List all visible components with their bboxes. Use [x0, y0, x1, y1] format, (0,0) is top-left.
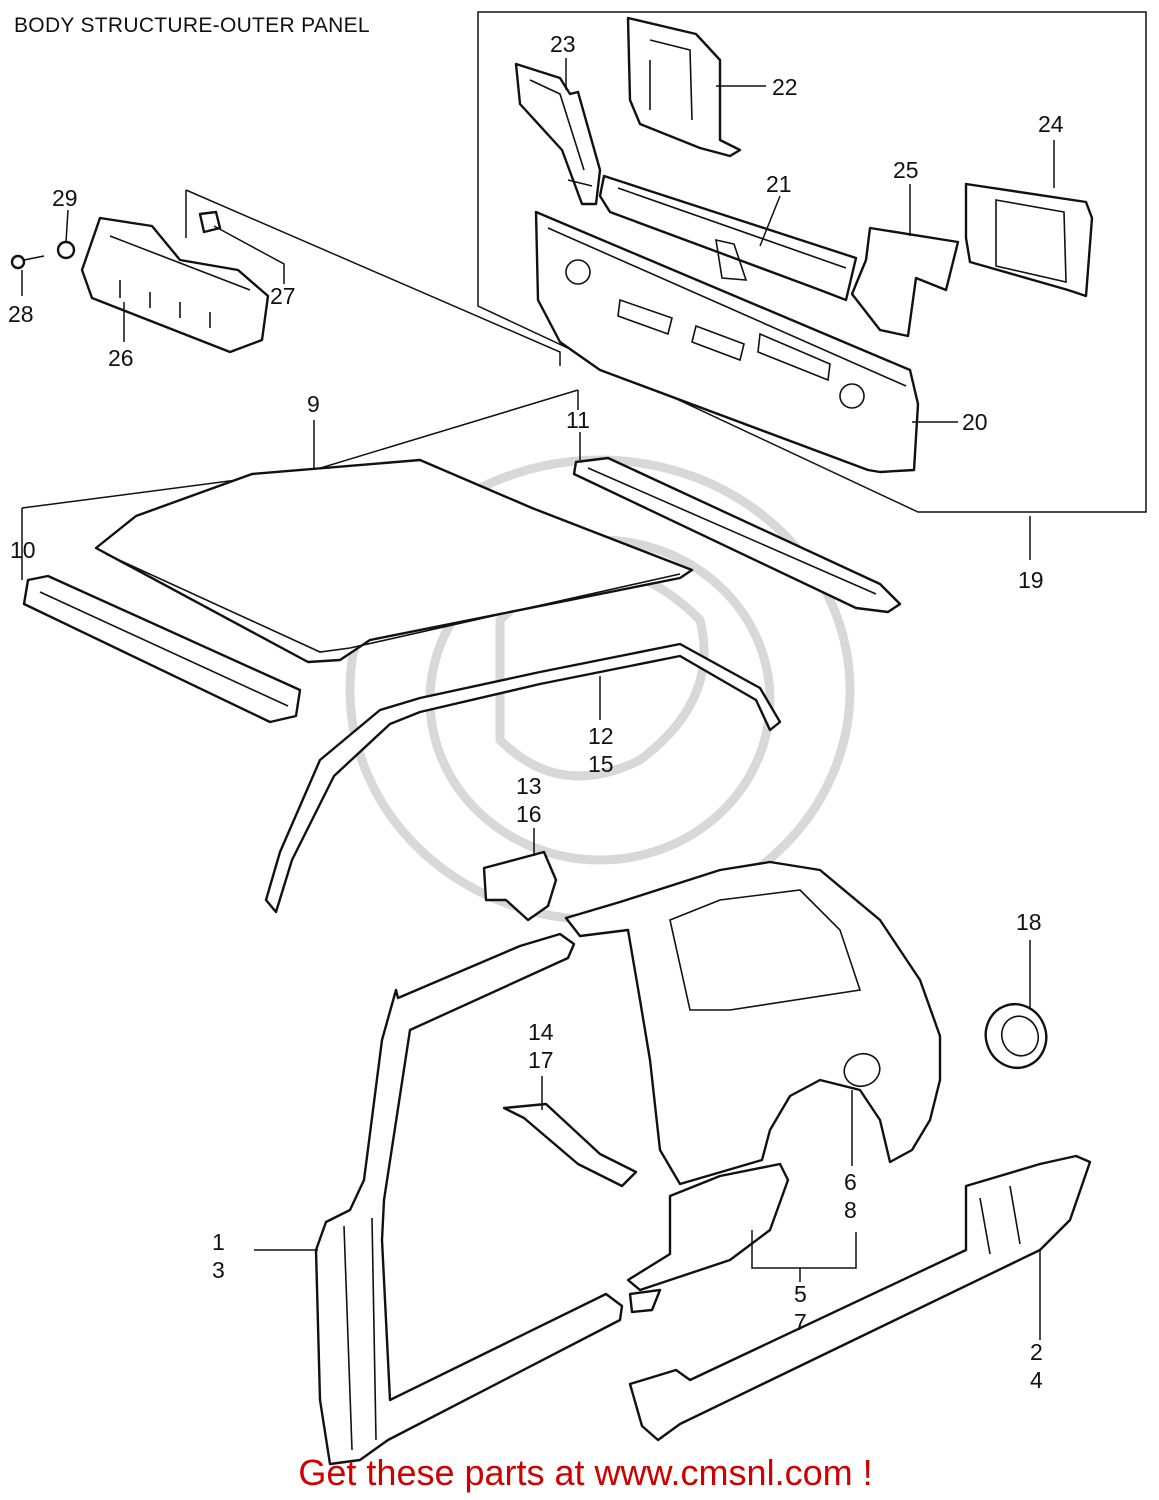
callout-20: 20	[962, 409, 988, 435]
promo-text[interactable]: Get these parts at www.cmsnl.com !	[298, 1452, 873, 1493]
part-27-clip	[198, 210, 222, 234]
callout-10: 10	[10, 537, 36, 563]
callout-6: 6	[844, 1169, 857, 1195]
part-21-crossmember	[598, 174, 858, 302]
part-14-gusset	[502, 1102, 638, 1188]
callout-19: 19	[1018, 567, 1044, 593]
callout-13: 13	[516, 773, 542, 799]
callout-9: 9	[307, 391, 320, 417]
part-25-bracket	[850, 226, 960, 338]
part-23-bracket	[514, 62, 602, 206]
part-24-box	[964, 182, 1094, 298]
part-29-nut	[56, 240, 76, 260]
callout-12: 12	[588, 723, 614, 749]
part-10-roof-rail	[22, 574, 302, 724]
callout-16: 16	[516, 801, 542, 827]
promo-banner[interactable]: Get these parts at www.cmsnl.com !	[0, 1452, 1159, 1494]
callout-28: 28	[8, 301, 34, 327]
callout-26: 26	[108, 345, 134, 371]
callout-labels: 1 3 2 4 5 7 6 8 9 10 11 12 15 13 16 14 1…	[8, 31, 1064, 1393]
callout-4: 4	[1030, 1367, 1043, 1393]
part-18-fuel-lid	[984, 1003, 1048, 1069]
group-26-diag	[185, 189, 561, 366]
callout-11: 11	[566, 407, 590, 433]
callout-24: 24	[1038, 111, 1064, 137]
part-9-roof-panel	[94, 458, 694, 664]
callout-7: 7	[794, 1309, 807, 1335]
callout-27: 27	[270, 283, 296, 309]
callout-21: 21	[766, 171, 792, 197]
leader-lines	[21, 58, 1055, 1340]
part-12-drip-molding	[264, 642, 782, 914]
callout-29: 29	[52, 185, 78, 211]
part-20-rear-panel	[534, 210, 920, 474]
callout-1: 1	[212, 1229, 225, 1255]
callout-15: 15	[588, 751, 614, 777]
part-6-quarter-panel	[564, 860, 942, 1186]
part-22-bracket	[626, 16, 742, 158]
part-2-side-sill	[628, 1154, 1092, 1442]
callout-25: 25	[893, 157, 919, 183]
callout-5: 5	[794, 1281, 807, 1307]
part-1-outer-panel	[314, 932, 624, 1466]
callout-17: 17	[528, 1047, 554, 1073]
part-26-shelf	[80, 216, 270, 354]
part-28-screw	[10, 254, 45, 270]
part-11-roof-rail	[572, 456, 902, 614]
part-13-bracket	[482, 850, 558, 922]
callout-2: 2	[1030, 1339, 1043, 1365]
callout-3: 3	[212, 1257, 225, 1283]
diagram-title: BODY STRUCTURE-OUTER PANEL	[14, 14, 370, 37]
callout-8: 8	[844, 1197, 857, 1223]
callout-22: 22	[772, 74, 798, 100]
callout-18: 18	[1016, 909, 1042, 935]
callout-14: 14	[528, 1019, 554, 1045]
assembly-19-frame	[477, 11, 1147, 513]
callout-23: 23	[550, 31, 576, 57]
part-5-lower-quarter	[626, 1162, 790, 1314]
